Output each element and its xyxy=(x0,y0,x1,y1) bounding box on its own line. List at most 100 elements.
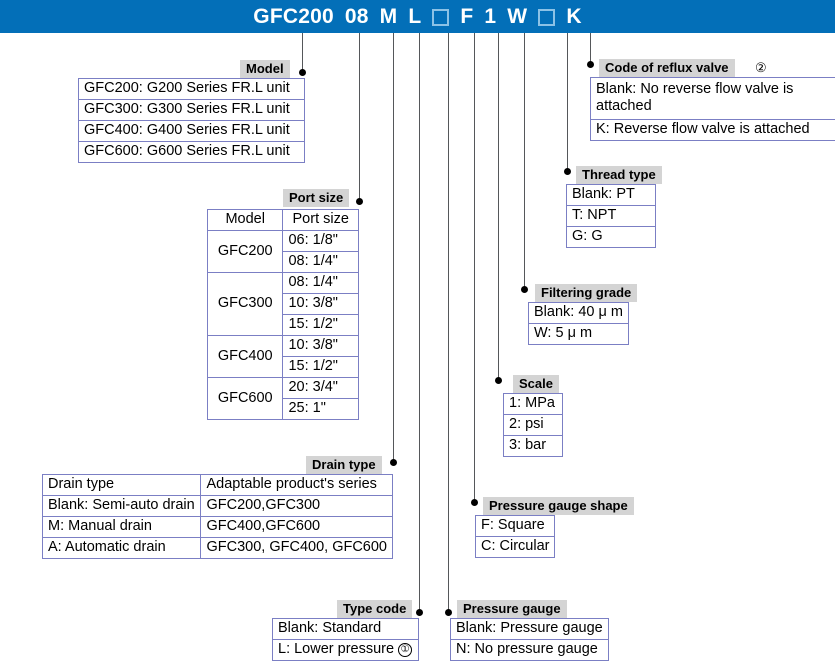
callout-label-filtering-grade: Filtering grade xyxy=(535,284,637,302)
port-size-value-1-1: 10: 3/8" xyxy=(283,294,359,315)
product-code-band: GFC200 08 M L F 1 W K xyxy=(0,0,835,33)
table-row: 2: psi xyxy=(504,415,563,436)
table-row: T: NPT xyxy=(567,206,656,227)
gauge-shape-row-0: F: Square xyxy=(476,516,555,537)
port-size-value-2-1: 15: 1/2" xyxy=(283,357,359,378)
port-size-header-size: Port size xyxy=(283,210,359,231)
table-row: GFC600: G600 Series FR.L unit xyxy=(79,142,305,163)
table-row: GFC400: G400 Series FR.L unit xyxy=(79,121,305,142)
code-segment-filtering-grade: W xyxy=(507,5,527,29)
table-row: Model Port size xyxy=(208,210,359,231)
table-row: Blank: Standard xyxy=(273,619,419,640)
table-row: GFC200 06: 1/8" xyxy=(208,231,359,252)
table-row: Drain type Adaptable product's series xyxy=(43,475,393,496)
scale-table: 1: MPa 2: psi 3: bar xyxy=(503,393,563,457)
leader-dot-drain-type xyxy=(390,459,397,466)
callout-label-reflux-valve-text: Code of reflux valve xyxy=(605,60,729,75)
callout-label-thread-type: Thread type xyxy=(576,166,662,184)
leader-line-type-code xyxy=(419,33,420,613)
leader-dot-port-size xyxy=(356,198,363,205)
port-size-model-0: GFC200 xyxy=(208,231,283,273)
code-segment-type-code: L xyxy=(408,5,421,29)
table-row: Blank: 40 μ m xyxy=(529,303,629,324)
leader-line-scale xyxy=(498,33,499,381)
port-size-value-3-0: 20: 3/4" xyxy=(283,378,359,399)
pressure-gauge-row-0: Blank: Pressure gauge xyxy=(451,619,609,640)
port-size-header-model: Model xyxy=(208,210,283,231)
drain-header-type: Drain type xyxy=(43,475,201,496)
pressure-gauge-table: Blank: Pressure gauge N: No pressure gau… xyxy=(450,618,609,661)
drain-series-1: GFC400,GFC600 xyxy=(201,517,393,538)
table-row: Blank: PT xyxy=(567,185,656,206)
table-row: GFC400 10: 3/8" xyxy=(208,336,359,357)
reflux-row-0: Blank: No reverse flow valve is attached xyxy=(591,78,835,120)
port-size-model-2: GFC400 xyxy=(208,336,283,378)
reflux-valve-table: Blank: No reverse flow valve is attached… xyxy=(590,77,835,141)
table-row: W: 5 μ m xyxy=(529,324,629,345)
leader-dot-thread-type xyxy=(564,168,571,175)
code-segment-model: GFC200 xyxy=(253,5,334,29)
footnote-mark-2: ② xyxy=(749,59,773,77)
code-segment-thread-type-placeholder xyxy=(538,9,555,26)
port-size-value-0-1: 08: 1/4" xyxy=(283,252,359,273)
scale-row-0: 1: MPa xyxy=(504,394,563,415)
drain-type-0: Blank: Semi-auto drain xyxy=(43,496,201,517)
model-row-2: GFC400: G400 Series FR.L unit xyxy=(79,121,305,142)
table-row: GFC200: G200 Series FR.L unit xyxy=(79,79,305,100)
leader-dot-filtering-grade xyxy=(521,286,528,293)
table-row: F: Square xyxy=(476,516,555,537)
gauge-shape-row-1: C: Circular xyxy=(476,537,555,558)
type-code-table: Blank: Standard L: Lower pressure ① xyxy=(272,618,419,661)
leader-line-pressure-gauge xyxy=(448,33,449,613)
table-row: GFC600 20: 3/4" xyxy=(208,378,359,399)
table-row: A: Automatic drain GFC300, GFC400, GFC60… xyxy=(43,538,393,559)
code-segment-drain-type: M xyxy=(380,5,398,29)
thread-row-2: G: G xyxy=(567,227,656,248)
table-row: N: No pressure gauge xyxy=(451,640,609,661)
table-row: 1: MPa xyxy=(504,394,563,415)
table-row: K: Reverse flow valve is attached xyxy=(591,120,835,141)
port-size-value-0-0: 06: 1/8" xyxy=(283,231,359,252)
callout-label-reflux-valve: Code of reflux valve xyxy=(599,59,735,77)
model-row-0: GFC200: G200 Series FR.L unit xyxy=(79,79,305,100)
footnote-mark-1: ① xyxy=(398,643,412,657)
table-row: M: Manual drain GFC400,GFC600 xyxy=(43,517,393,538)
leader-dot-pressure-gauge xyxy=(445,609,452,616)
leader-line-thread-type xyxy=(567,33,568,172)
filtering-row-0: Blank: 40 μ m xyxy=(529,303,629,324)
callout-label-gauge-shape: Pressure gauge shape xyxy=(483,497,634,515)
callout-label-port-size: Port size xyxy=(283,189,349,207)
port-size-table: Model Port size GFC200 06: 1/8" 08: 1/4"… xyxy=(207,209,359,420)
thread-row-0: Blank: PT xyxy=(567,185,656,206)
code-segment-reflux-valve: K xyxy=(566,5,581,29)
filtering-row-1: W: 5 μ m xyxy=(529,324,629,345)
product-code-string: GFC200 08 M L F 1 W K xyxy=(0,0,835,33)
leader-dot-model xyxy=(299,69,306,76)
callout-label-drain-type: Drain type xyxy=(306,456,382,474)
leader-line-model xyxy=(302,33,303,73)
table-row: Blank: Pressure gauge xyxy=(451,619,609,640)
model-row-3: GFC600: G600 Series FR.L unit xyxy=(79,142,305,163)
leader-line-gauge-shape xyxy=(474,33,475,503)
port-size-value-1-2: 15: 1/2" xyxy=(283,315,359,336)
drain-series-0: GFC200,GFC300 xyxy=(201,496,393,517)
drain-type-1: M: Manual drain xyxy=(43,517,201,538)
drain-series-2: GFC300, GFC400, GFC600 xyxy=(201,538,393,559)
table-row: C: Circular xyxy=(476,537,555,558)
leader-dot-reflux-valve xyxy=(587,61,594,68)
leader-line-drain-type xyxy=(393,33,394,463)
code-segment-scale: 1 xyxy=(484,5,496,29)
type-code-row-0: Blank: Standard xyxy=(273,619,419,640)
port-size-value-3-1: 25: 1" xyxy=(283,399,359,420)
scale-row-1: 2: psi xyxy=(504,415,563,436)
type-code-row-1-text: L: Lower pressure xyxy=(278,641,394,657)
port-size-model-1: GFC300 xyxy=(208,273,283,336)
code-segment-pressure-gauge-placeholder xyxy=(432,9,449,26)
pressure-gauge-row-1: N: No pressure gauge xyxy=(451,640,609,661)
reflux-row-1: K: Reverse flow valve is attached xyxy=(591,120,835,141)
gauge-shape-table: F: Square C: Circular xyxy=(475,515,555,558)
leader-dot-gauge-shape xyxy=(471,499,478,506)
table-row: 3: bar xyxy=(504,436,563,457)
table-row: GFC300: G300 Series FR.L unit xyxy=(79,100,305,121)
port-size-model-3: GFC600 xyxy=(208,378,283,420)
